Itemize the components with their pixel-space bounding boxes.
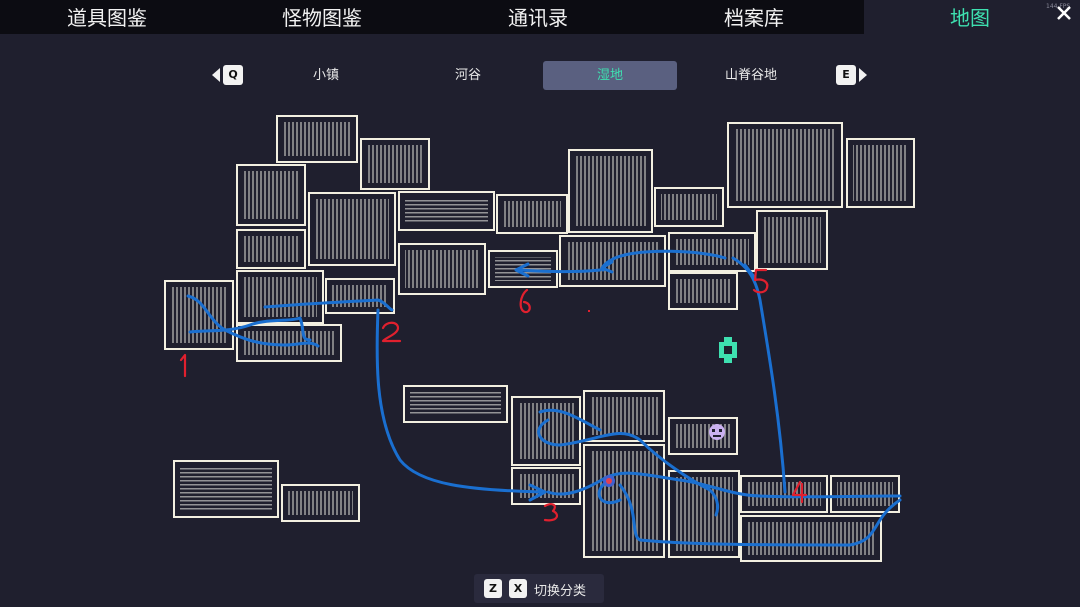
prev-area-arrow-icon[interactable] [212,68,220,82]
map-room [173,460,279,518]
route-path [186,294,320,348]
map-room [740,515,882,562]
map-room [830,475,900,513]
map-room [276,115,358,163]
map-room [511,467,581,505]
switch-category-label: 切换分类 [534,584,587,599]
route-path [600,260,614,274]
route-marker-1 [179,353,187,378]
map-room [398,191,495,231]
player-location-icon [719,337,737,363]
route-path [518,268,602,273]
map-room [236,324,342,362]
npc-marker-icon [709,424,725,440]
map-room [403,385,508,423]
map-room [496,194,568,234]
map-room [846,138,915,208]
map-room [568,149,653,233]
route-marker-2 [381,321,402,343]
route-marker-6 [519,288,531,314]
map-room [236,270,324,324]
area-tab-wetland[interactable]: 湿地 [543,61,677,90]
route-path [618,483,902,547]
route-path [514,262,530,278]
map-room [756,210,828,270]
map-room [236,229,306,269]
map-tab-highlight [864,0,1080,34]
map-room [740,475,828,513]
map-room [654,187,724,227]
route-marker-3 [543,503,559,522]
prev-area-key[interactable]: Q [223,65,243,85]
map-room [398,243,486,295]
save-point-icon [603,475,615,487]
route-markers [179,268,808,522]
map-room [325,278,395,314]
map-room [668,272,738,310]
fps-counter: 144 FPS [1046,3,1071,10]
area-tab-valley[interactable]: 河谷 [454,68,481,83]
route-path [188,316,312,342]
route-path [375,308,542,494]
map-room [164,280,234,350]
route-path [537,418,720,517]
area-tab-ridge-valley[interactable]: 山脊谷地 [724,68,777,83]
switch-key-secondary[interactable]: X [509,579,527,598]
tab-map[interactable]: 地图 [950,6,990,30]
top-tab-bar [0,0,864,34]
area-tab-town[interactable]: 小镇 [312,68,339,83]
route-path [528,483,547,502]
route-path [546,471,902,499]
map-rooms [164,115,915,562]
route-path [263,298,394,312]
tab-monster-codex[interactable]: 怪物图鉴 [282,6,362,30]
stray-mark [588,310,590,312]
route-marker-5 [752,268,769,294]
switch-category-hint: Z X 切换分类 [474,574,604,603]
map-room [236,164,306,226]
tab-contacts[interactable]: 通讯录 [508,6,568,30]
map-room [281,484,360,522]
map-room [308,192,396,266]
route-path [743,263,757,280]
map-room [727,122,843,208]
tab-item-codex[interactable]: 道具图鉴 [67,6,147,30]
tab-archives[interactable]: 档案库 [724,6,784,30]
next-area-key[interactable]: E [836,65,856,85]
map-room [583,444,665,558]
next-area-arrow-icon[interactable] [859,68,867,82]
route-path [538,408,602,432]
map-room [668,417,738,455]
switch-key-primary[interactable]: Z [484,579,502,598]
map-room [511,396,581,466]
close-icon[interactable] [1055,4,1073,22]
route-marker-4 [791,480,808,504]
route-paths [186,249,902,547]
map-room [360,138,430,190]
